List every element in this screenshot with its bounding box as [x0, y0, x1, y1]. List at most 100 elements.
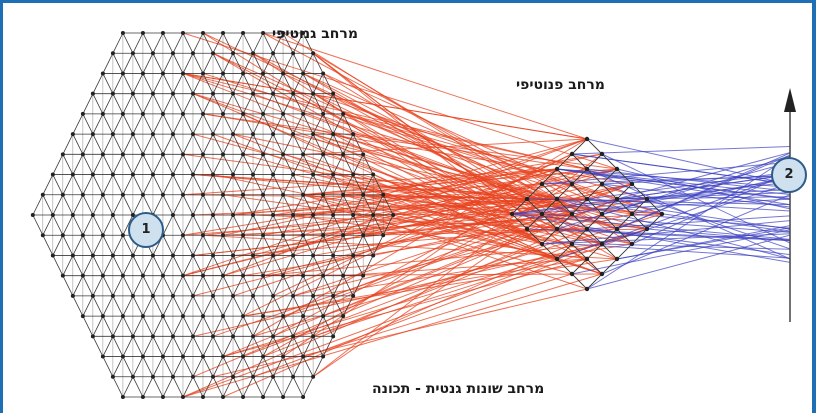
lattice-edge [352, 255, 364, 276]
lattice-edge [262, 235, 274, 256]
red-edge [312, 52, 603, 275]
lattice-edge [272, 235, 284, 256]
lattice-node [599, 151, 605, 157]
lattice-node [271, 91, 276, 96]
lattice-edge [571, 243, 588, 260]
lattice-edge [212, 133, 224, 155]
lattice-node [60, 273, 65, 278]
lattice-edge [212, 275, 224, 297]
lattice-node [271, 253, 276, 258]
lattice-node [170, 293, 175, 298]
lattice-edge [242, 174, 254, 195]
lattice-node [241, 314, 246, 319]
lattice-edge [132, 376, 144, 398]
red-edge [363, 194, 573, 245]
lattice-node [271, 334, 276, 339]
lattice-edge [526, 198, 543, 215]
lattice-edge [182, 133, 194, 155]
red-edge [192, 183, 633, 297]
lattice-node [291, 132, 296, 137]
lattice-edge [556, 153, 573, 170]
lattice-edge [172, 315, 184, 337]
lattice-node [221, 395, 226, 399]
blue-edge [571, 146, 791, 155]
lattice-node [331, 91, 336, 96]
lattice-edge [302, 275, 314, 297]
red-edge [312, 93, 513, 215]
lattice-edge [192, 336, 204, 357]
blue-edge [511, 213, 791, 240]
lattice-edge [372, 214, 384, 236]
lattice-edge [232, 275, 244, 297]
lattice-node [211, 253, 215, 258]
lattice-node [301, 395, 306, 399]
red-edge [302, 73, 573, 215]
lattice-edge [82, 315, 94, 337]
lattice-node [321, 111, 326, 116]
lattice-edge [352, 154, 364, 175]
lattice-node [70, 172, 75, 177]
lattice-node [140, 111, 145, 116]
lattice-edge [152, 73, 164, 94]
lattice-edge [102, 154, 114, 175]
lattice-node [381, 192, 386, 197]
lattice-edge [102, 356, 114, 377]
red-edge [222, 194, 573, 245]
lattice-edge [292, 174, 304, 195]
lattice-edge [202, 255, 214, 276]
red-edge [342, 153, 543, 245]
lattice-edge [72, 133, 84, 155]
lattice-edge [232, 315, 244, 337]
lattice-node [321, 354, 326, 359]
lattice-edge [172, 133, 184, 155]
red-edge [212, 52, 543, 245]
lattice-edge [92, 295, 104, 317]
lattice-node [221, 192, 226, 197]
lattice-node [291, 253, 296, 258]
lattice-edge [272, 113, 284, 135]
lattice-edge [332, 93, 344, 115]
lattice-node [361, 192, 366, 197]
lattice-edge [262, 275, 274, 297]
lattice-edge [322, 255, 334, 276]
red-edge [322, 73, 603, 245]
lattice-node [211, 172, 215, 177]
lattice-node [241, 71, 246, 76]
lattice-edge [162, 53, 174, 74]
lattice-node [140, 192, 145, 197]
marker-one: 1 [128, 212, 164, 248]
lattice-edge [82, 214, 94, 236]
lattice-edge [586, 258, 603, 275]
lattice-edge [332, 154, 344, 175]
lattice-edge [82, 295, 94, 317]
lattice-edge [152, 32, 164, 54]
lattice-node [221, 233, 226, 238]
lattice-edge [646, 198, 663, 215]
lattice-edge [82, 174, 94, 195]
lattice-edge [112, 113, 124, 135]
lattice-node [261, 354, 266, 359]
lattice-edge [192, 214, 204, 236]
lattice-edge [72, 154, 84, 175]
lattice-edge [232, 73, 244, 94]
red-edge [303, 138, 588, 155]
lattice-edge [212, 295, 224, 317]
lattice-node [170, 374, 175, 379]
lattice-edge [62, 275, 74, 297]
lattice-edge [252, 356, 264, 377]
lattice-edge [232, 356, 244, 377]
lattice-edge [112, 93, 124, 115]
lattice-node [190, 253, 195, 258]
lattice-edge [312, 194, 324, 216]
lattice-edge [342, 113, 354, 135]
lattice-edge [202, 73, 214, 94]
lattice-edge [556, 198, 573, 215]
lattice-node [130, 334, 135, 339]
lattice-edge [262, 336, 274, 357]
lattice-node [170, 132, 175, 137]
lattice-edge [571, 198, 588, 215]
red-edge [232, 153, 603, 216]
lattice-edge [232, 376, 244, 398]
lattice-edge [122, 133, 134, 155]
